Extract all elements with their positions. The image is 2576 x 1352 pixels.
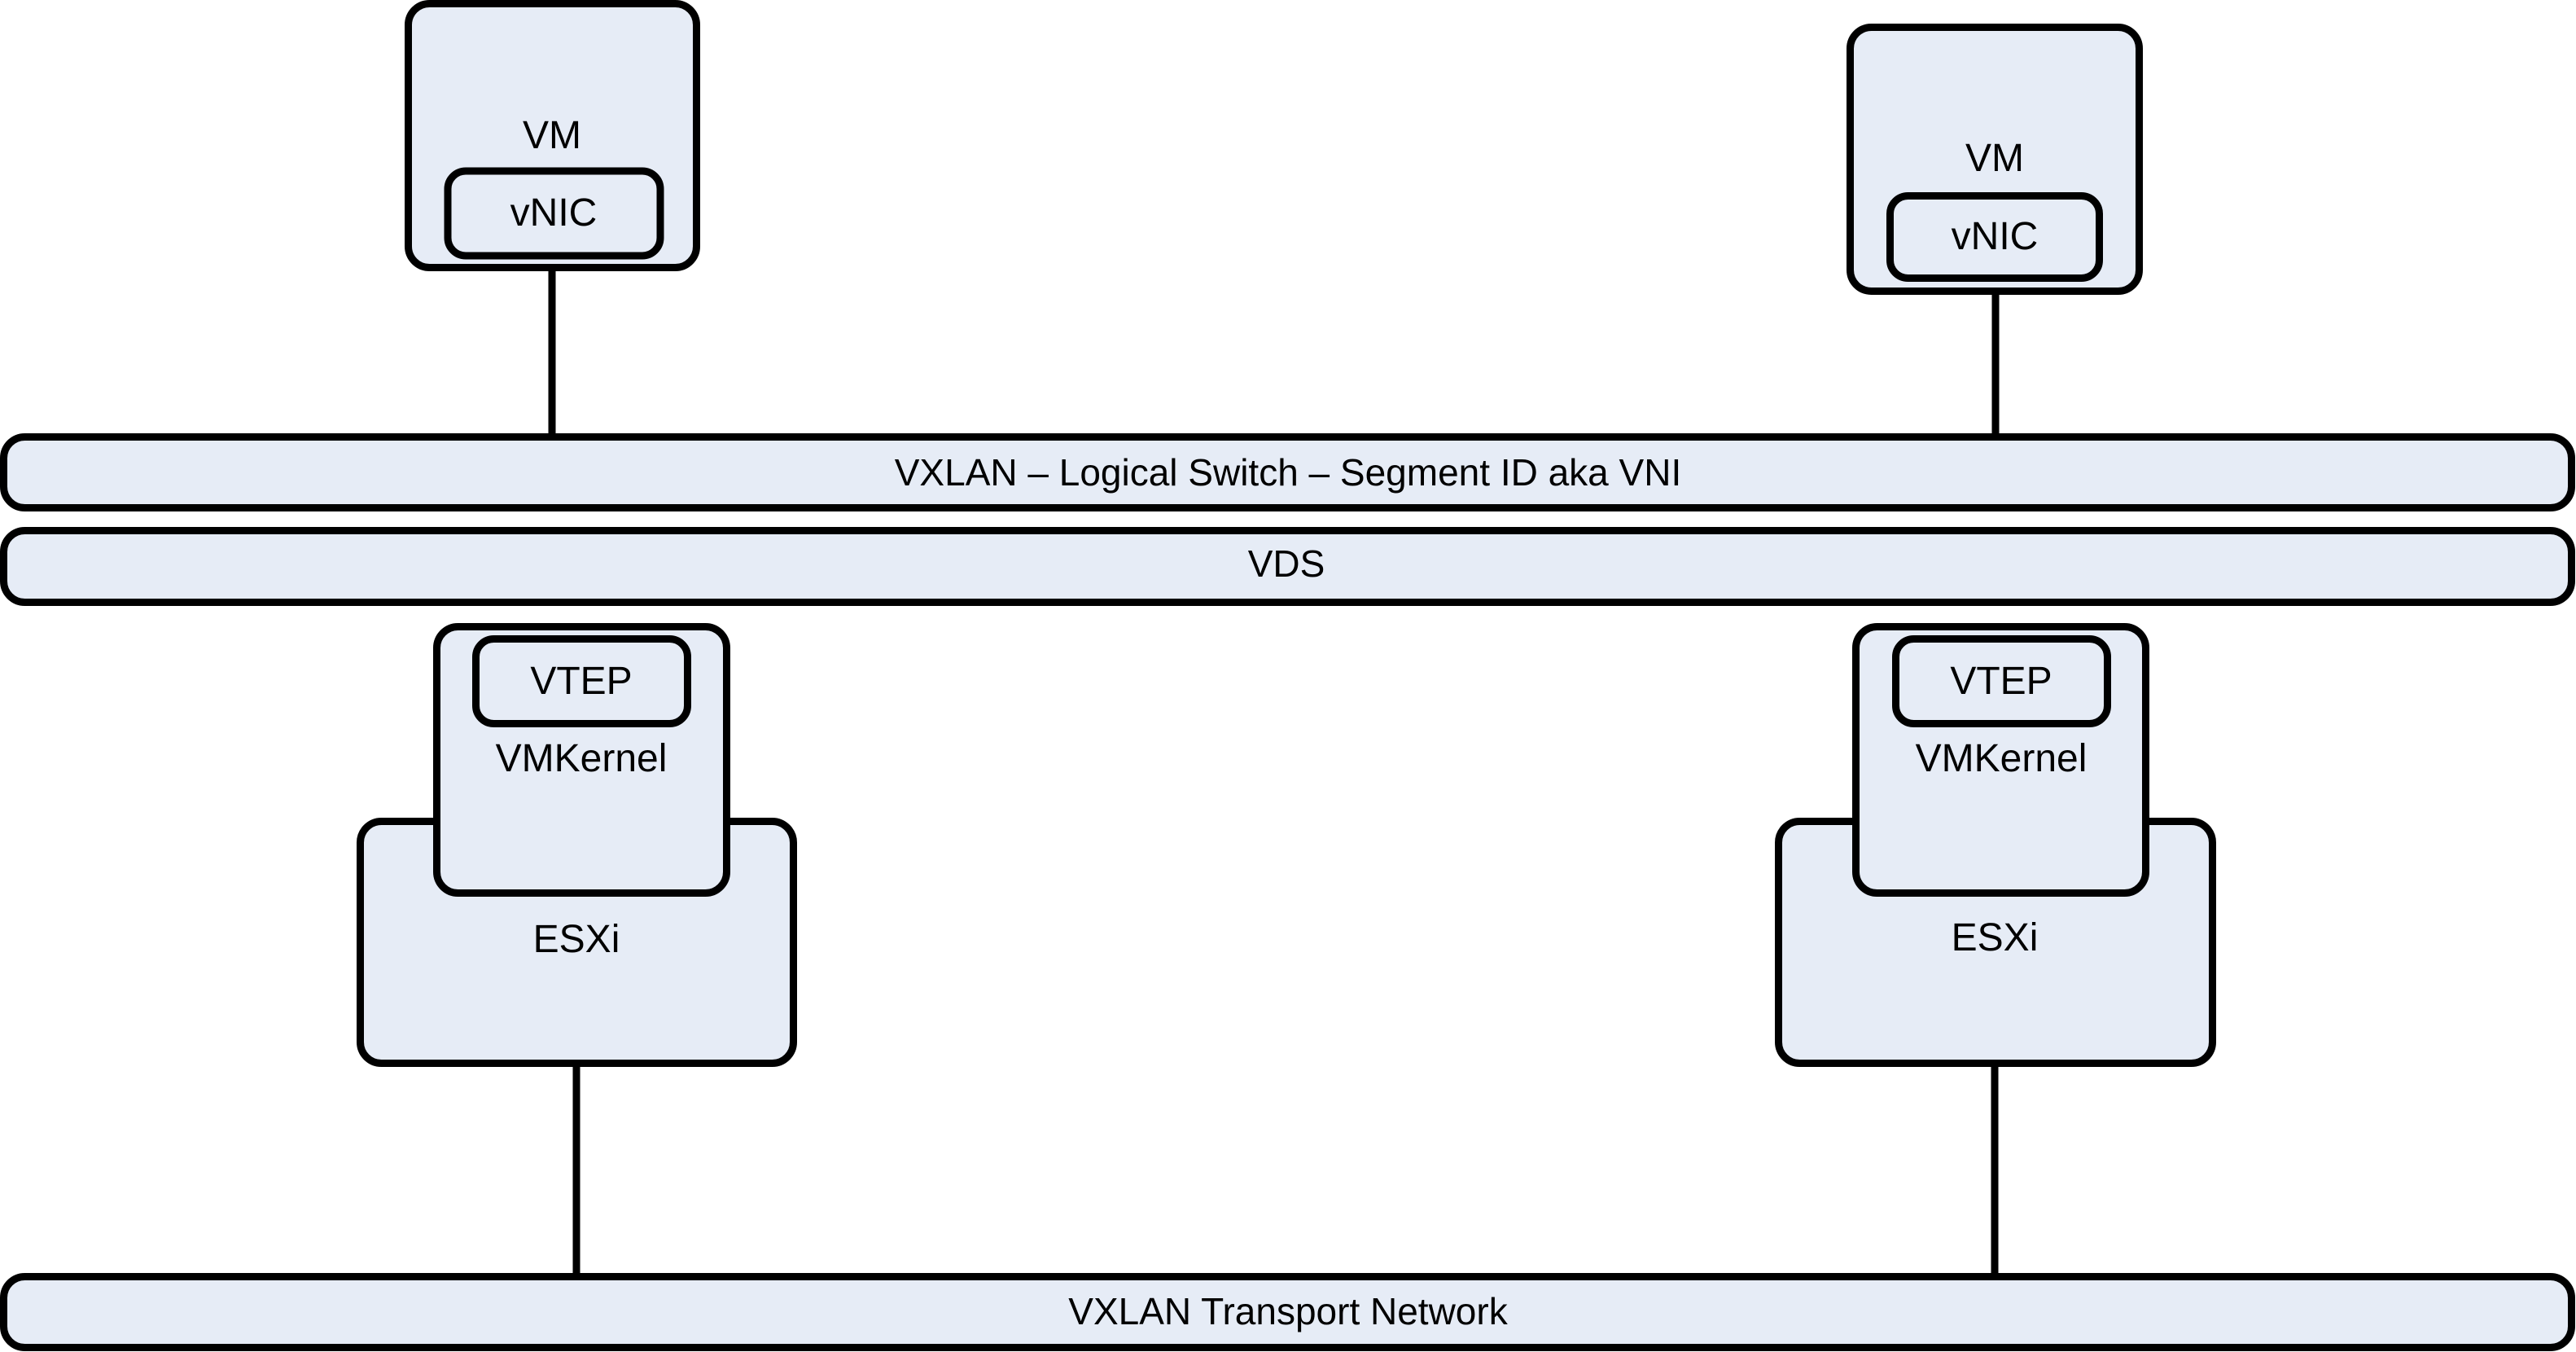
esxi-host-2: ESXi VMKernel VTEP [1775,623,2216,1067]
vds-bar: VDS [0,527,2575,606]
vnic-label-2: vNIC [1952,215,2039,258]
vds-label: VDS [1248,542,1325,585]
esxi-label-2: ESXi [1952,916,2039,959]
vtep-box-1: VTEP [472,635,691,727]
vmkernel-label-2: VMKernel [1916,737,2088,780]
vtep-label-1: VTEP [530,660,632,703]
vnic-label-1: vNIC [510,191,598,235]
logical-switch-bar: VXLAN – Logical Switch – Segment ID aka … [0,433,2575,511]
vm-label-2: VM [1965,137,2024,180]
transport-network-bar: VXLAN Transport Network [0,1273,2575,1351]
vmkernel-box-2: VMKernel VTEP [1852,623,2149,897]
vtep-box-2: VTEP [1892,635,2111,727]
vmkernel-label-1: VMKernel [496,737,668,780]
vm-box-2: VM vNIC [1847,24,2143,295]
vtep-label-2: VTEP [1950,660,2052,703]
vnic-box-2: vNIC [1886,192,2103,282]
logical-switch-label: VXLAN – Logical Switch – Segment ID aka … [895,451,1681,494]
vm-label-1: VM [523,114,581,157]
esxi-host-1: ESXi VMKernel VTEP [357,623,797,1067]
vnic-box-1: vNIC [444,167,664,260]
vm-box-1: VM vNIC [405,0,700,271]
esxi-label-1: ESXi [533,918,620,961]
transport-network-label: VXLAN Transport Network [1068,1290,1508,1332]
vmkernel-box-1: VMKernel VTEP [433,623,730,897]
